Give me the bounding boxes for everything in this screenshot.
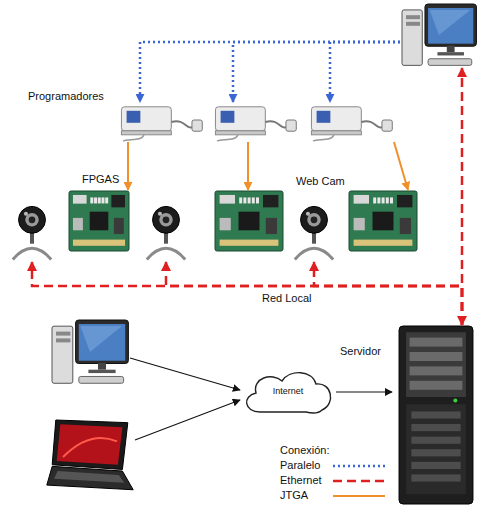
computer-icon (400, 2, 478, 68)
computer-icon-drawing (50, 318, 130, 386)
ethernet-connector (32, 262, 462, 325)
parallel-connector (330, 42, 400, 102)
jtag-connector (127, 142, 129, 190)
fpga-board-drawing (214, 190, 284, 252)
server-icon: Servidor (392, 325, 480, 505)
legend-line-sample (333, 465, 385, 468)
webcam-icon: Web Cam (290, 200, 338, 262)
webcam-icon (8, 200, 56, 262)
programmer-icon (212, 102, 298, 142)
webcam-icon-drawing (8, 200, 56, 262)
programmer-icon (308, 102, 394, 142)
fpga-board-drawing (348, 190, 418, 252)
fpga-board (348, 190, 418, 252)
ethernet-connector (461, 68, 464, 325)
programmer-icon-drawing (308, 102, 394, 142)
programmer-icon: Programadores (118, 102, 204, 142)
computer-icon-drawing (400, 2, 478, 68)
internet-arrow (336, 391, 392, 392)
ethernet-connector (166, 262, 462, 325)
server-icon-drawing (392, 325, 480, 505)
parallel-connector (233, 42, 400, 102)
ethernet-connector (314, 262, 462, 325)
legend-heading: Conexión: (280, 444, 330, 457)
device-label: Programadores (28, 90, 104, 103)
legend-text: Paralelo (280, 459, 320, 472)
internet-cloud: Internet (240, 368, 336, 416)
fpga-board-drawing (68, 190, 130, 252)
internet-arrow (135, 400, 240, 440)
programmer-icon-drawing (212, 102, 298, 142)
device-label: Web Cam (296, 175, 345, 188)
webcam-icon (142, 200, 190, 262)
programmer-icon-drawing (118, 102, 204, 142)
device-label: Servidor (340, 345, 381, 358)
legend-text: JTGA (280, 489, 308, 502)
internet-arrow (130, 358, 240, 390)
fpga-board (214, 190, 284, 252)
webcam-icon-drawing (290, 200, 338, 262)
jtag-connector (247, 142, 249, 190)
device-label: FPGAS (82, 173, 119, 186)
webcam-icon-drawing (142, 200, 190, 262)
legend-line-sample (333, 495, 385, 497)
legend-text: Ethernet (280, 474, 322, 487)
laptop-icon (45, 418, 135, 496)
jtag-connector (394, 142, 408, 190)
parallel-connector (140, 42, 400, 102)
fpga-board: FPGAS (68, 190, 130, 252)
computer-icon (50, 318, 130, 386)
laptop-icon-drawing (45, 418, 135, 496)
network-label: Red Local (262, 292, 312, 305)
legend-line-sample (333, 480, 385, 483)
device-label: Internet (240, 386, 336, 396)
